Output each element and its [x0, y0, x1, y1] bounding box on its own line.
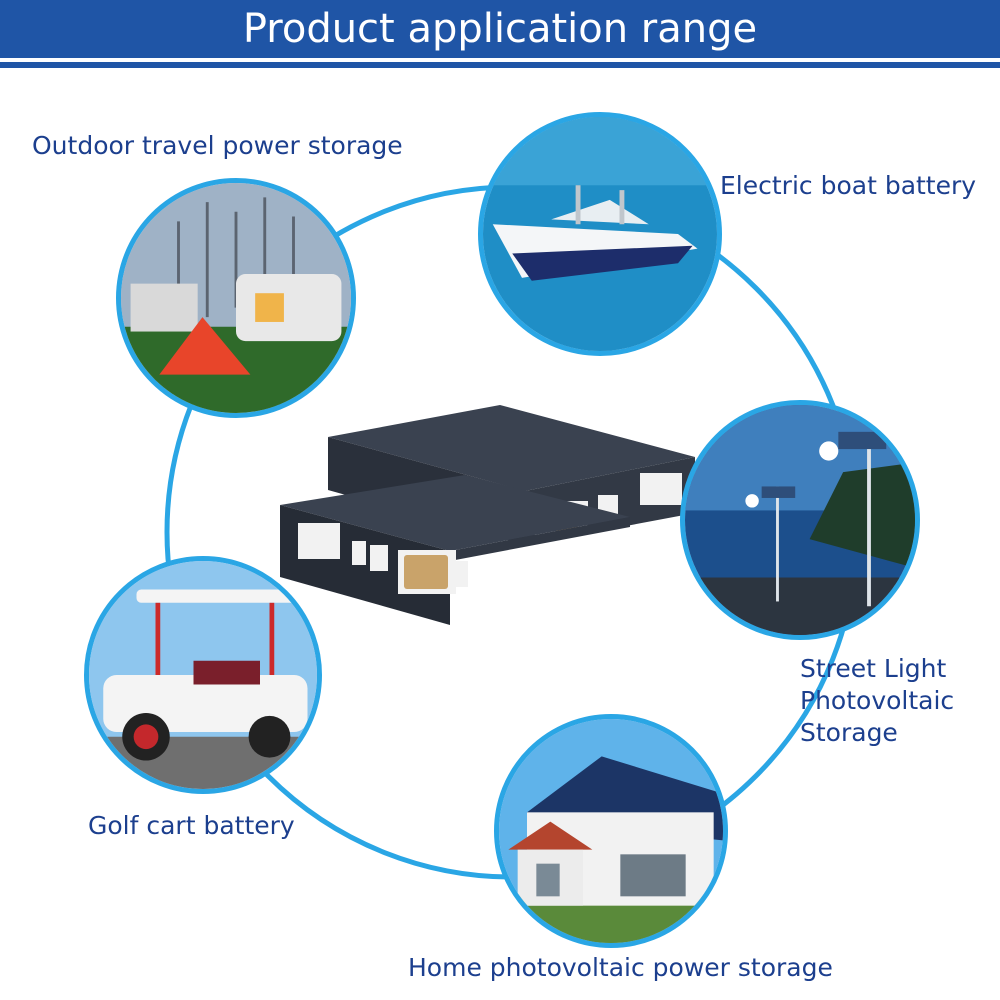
page-title: Product application range — [242, 6, 758, 52]
home-caption: Home photovoltaic power storage — [408, 953, 833, 982]
home-photovoltaic-photo — [494, 714, 728, 948]
golf-cart-photo — [84, 556, 322, 794]
outdoor-caption: Outdoor travel power storage — [32, 131, 403, 160]
golf-cart-caption: Golf cart battery — [88, 811, 295, 840]
street-light-photo — [680, 400, 920, 640]
speedboat-icon — [483, 117, 717, 351]
solar-street-light-icon — [685, 405, 915, 635]
camping-van-tent-icon — [121, 183, 351, 413]
solar-roof-house-icon — [499, 719, 723, 943]
golf-cart-icon — [89, 561, 317, 789]
boat-caption: Electric boat battery — [720, 171, 977, 200]
street-light-caption: Street Light Photovoltaic Storage — [800, 654, 955, 747]
electric-boat-photo — [478, 112, 722, 356]
outdoor-travel-photo — [116, 178, 356, 418]
battery-cells-image — [280, 405, 695, 625]
page-title-banner: Product application range — [0, 0, 1000, 58]
title-underline — [0, 62, 1000, 68]
